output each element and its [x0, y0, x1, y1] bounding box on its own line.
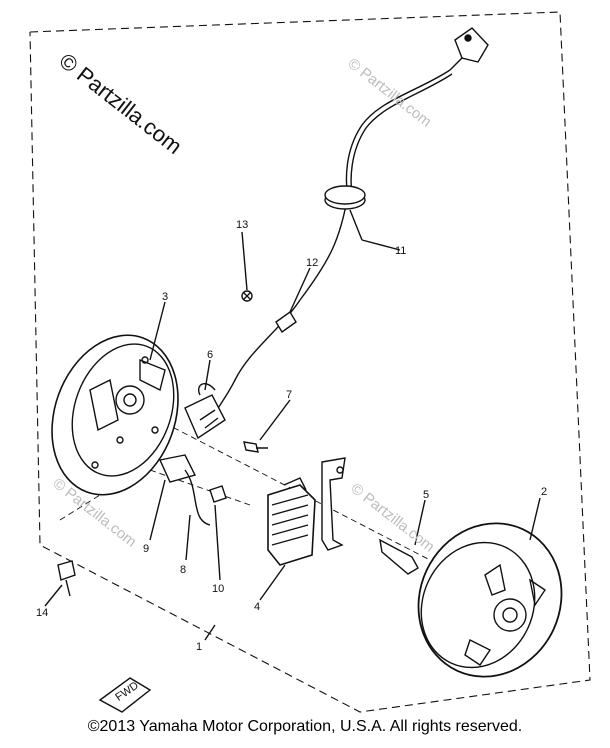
flywheel-rotor: [417, 522, 563, 678]
callout-10: 10: [212, 583, 224, 595]
alignment-line: [119, 399, 431, 561]
alignment-line: [59, 469, 141, 521]
callout-8: 8: [180, 564, 186, 576]
callout-5: 5: [423, 489, 429, 501]
callout-labels: 1 2 3 4 5 6 7 8 9 10 11 12 13 14 FWD: [36, 219, 547, 704]
callout-1: 1: [196, 641, 202, 653]
wire-clamp: [275, 310, 297, 334]
callout-6: 6: [207, 349, 213, 361]
condenser: [158, 454, 211, 526]
fwd-arrow: [98, 677, 152, 713]
copyright-notice: ©2013 Yamaha Motor Corporation, U.S.A. A…: [87, 718, 523, 735]
callout-3: 3: [162, 291, 168, 303]
bolt-5: [379, 538, 419, 575]
callout-4: 4: [254, 601, 260, 613]
screw-10: [209, 485, 227, 503]
screw-13: [241, 290, 253, 302]
terminal-bracket: [321, 457, 346, 551]
ignition-coil: [267, 477, 316, 566]
callout-14: 14: [36, 607, 48, 619]
callout-12: 12: [306, 257, 318, 269]
wire-connector: [449, 27, 489, 71]
callout-11: 11: [395, 245, 406, 257]
callout-2: 2: [541, 486, 547, 498]
assembly-boundary: [29, 11, 591, 713]
screw-7: [243, 441, 268, 453]
wire-harness: [211, 69, 451, 421]
callout-9: 9: [143, 543, 149, 555]
alignment-line: [149, 469, 251, 506]
callout-7: 7: [286, 389, 292, 401]
screw-14: [57, 560, 76, 597]
callout-13: 13: [236, 219, 248, 231]
contact-breaker: [184, 382, 226, 440]
stator-plate: [51, 334, 179, 496]
